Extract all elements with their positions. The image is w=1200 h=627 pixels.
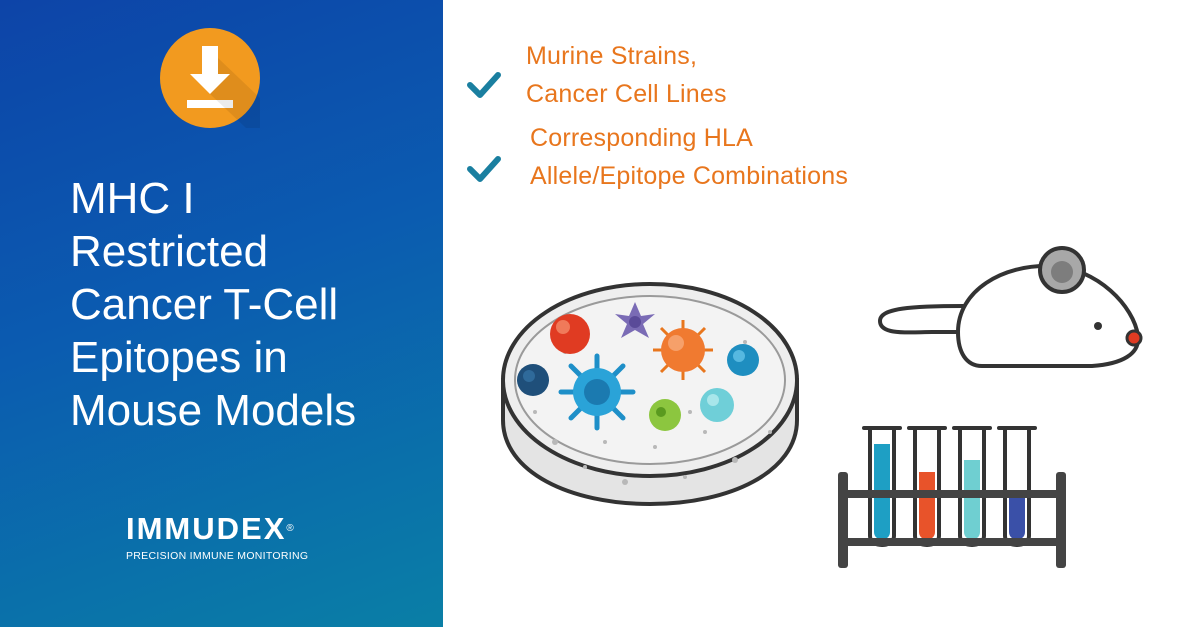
checkmark-icon [467,72,501,98]
brand-name: IMMUDEX® [126,511,294,546]
title-line: Epitopes in [70,333,288,382]
title-line: MHC I [70,174,195,223]
left-banner-panel: MHC I Restricted Cancer T-Cell Epitopes … [0,0,443,627]
download-icon[interactable] [160,28,260,128]
test-tubes-rack-illustration [838,426,1066,568]
brand-tagline: PRECISION IMMUNE MONITORING [126,550,309,562]
page-title: MHC I Restricted Cancer T-Cell Epitopes … [70,172,430,437]
petri-dish-cells-illustration [501,282,799,507]
feature-text-line: Corresponding HLA [530,124,753,152]
title-line: Cancer T-Cell [70,280,339,329]
immudex-logo[interactable]: IMMUDEX® PRECISION IMMUNE MONITORING [126,511,326,563]
feature-text-line: Murine Strains, [526,42,698,70]
checkmark-icon [467,156,501,182]
title-line: Restricted [70,227,269,276]
title-line: Mouse Models [70,386,357,435]
lab-mouse-illustration [877,246,1143,368]
feature-text-line: Allele/Epitope Combinations [530,162,849,190]
feature-text-line: Cancer Cell Lines [526,80,727,108]
